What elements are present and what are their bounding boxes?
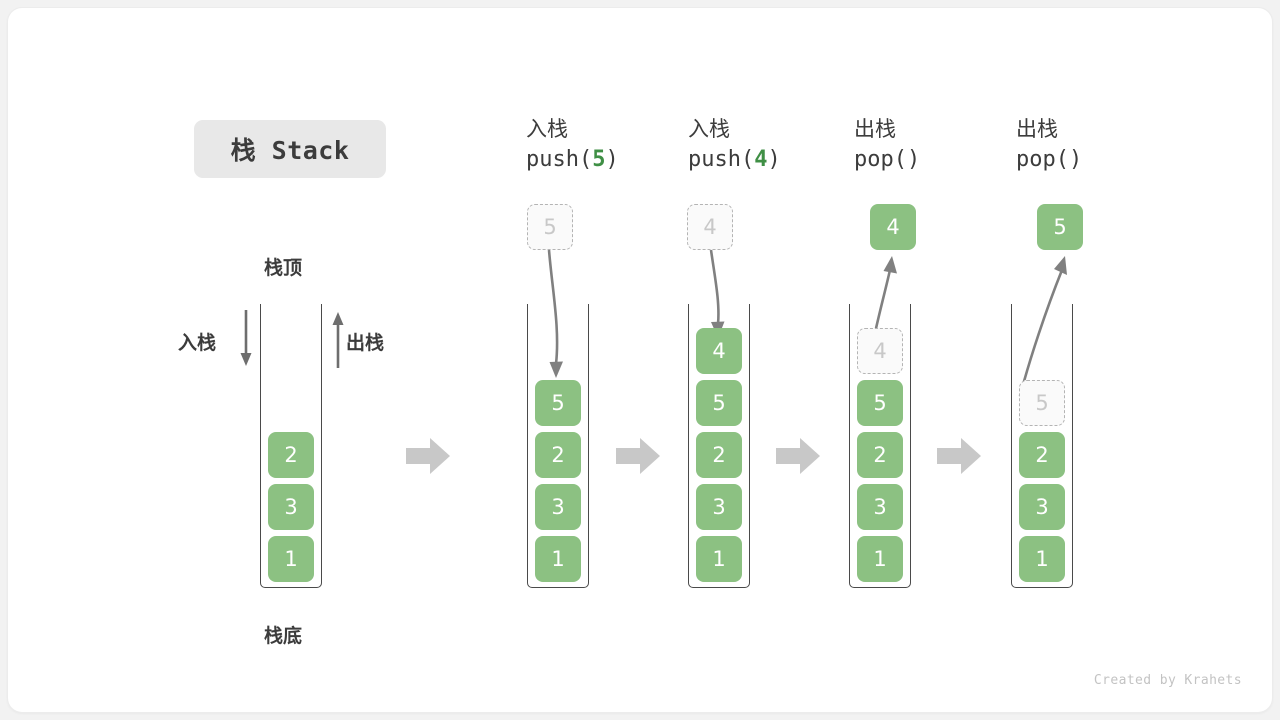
code-arg: 4 bbox=[754, 147, 768, 172]
step-arrow-icon bbox=[406, 438, 450, 474]
stack-cell: 1 bbox=[268, 536, 314, 582]
step-header-cn: 入栈 bbox=[526, 117, 568, 141]
stack-cell: 3 bbox=[857, 484, 903, 530]
code-prefix: pop( bbox=[1016, 147, 1069, 172]
stack-container-pop-2 bbox=[1011, 304, 1073, 588]
diagram-canvas: 栈 Stack 栈顶 入栈 出栈 2 3 1 栈底 入栈 push(5) 5 5… bbox=[8, 8, 1272, 712]
stack-cell: 2 bbox=[696, 432, 742, 478]
stack-cell: 2 bbox=[268, 432, 314, 478]
step-header-push-4: 入栈 push(4) bbox=[688, 114, 878, 176]
step-header-pop-2: 出栈 pop() bbox=[1016, 114, 1206, 176]
step-header-cn: 出栈 bbox=[854, 117, 896, 141]
push-direction-label: 入栈 bbox=[178, 333, 217, 354]
stack-container-initial bbox=[260, 304, 322, 588]
vacated-ghost-cell: 5 bbox=[1019, 380, 1065, 426]
stack-bottom-label: 栈底 bbox=[264, 626, 303, 647]
page-title: 栈 Stack bbox=[194, 120, 386, 178]
code-prefix: push( bbox=[688, 147, 755, 172]
popped-cell: 5 bbox=[1037, 204, 1083, 250]
stack-container-push-5 bbox=[527, 304, 589, 588]
step-header-push-5: 入栈 push(5) bbox=[526, 114, 716, 176]
pop-direction-arrow-icon bbox=[332, 312, 344, 368]
step-header-pop-1: 出栈 pop() bbox=[854, 114, 1044, 176]
pop-direction-label: 出栈 bbox=[346, 333, 385, 354]
stack-cell: 3 bbox=[535, 484, 581, 530]
incoming-ghost-cell: 4 bbox=[687, 204, 733, 250]
code-prefix: pop( bbox=[854, 147, 907, 172]
step-header-code: pop() bbox=[854, 144, 1044, 176]
stack-container-push-4 bbox=[688, 304, 750, 588]
stack-cell: 5 bbox=[857, 380, 903, 426]
push-direction-arrow-icon bbox=[240, 310, 252, 366]
step-arrow-icon bbox=[776, 438, 820, 474]
step-header-code: pop() bbox=[1016, 144, 1206, 176]
stack-cell: 4 bbox=[696, 328, 742, 374]
stack-cell: 2 bbox=[1019, 432, 1065, 478]
stack-cell: 1 bbox=[1019, 536, 1065, 582]
code-arg: 5 bbox=[592, 147, 606, 172]
code-suffix: ) bbox=[906, 147, 921, 172]
step-header-cn: 入栈 bbox=[688, 117, 730, 141]
incoming-ghost-cell: 5 bbox=[527, 204, 573, 250]
step-arrow-icon bbox=[616, 438, 660, 474]
stack-cell: 2 bbox=[535, 432, 581, 478]
stack-cell: 5 bbox=[535, 380, 581, 426]
stack-container-pop-1 bbox=[849, 304, 911, 588]
stack-cell: 5 bbox=[696, 380, 742, 426]
stack-cell: 3 bbox=[268, 484, 314, 530]
code-suffix: ) bbox=[767, 147, 781, 172]
stack-cell: 1 bbox=[857, 536, 903, 582]
step-header-code: push(5) bbox=[526, 144, 716, 176]
stack-top-label: 栈顶 bbox=[264, 258, 303, 279]
stack-cell: 1 bbox=[535, 536, 581, 582]
code-prefix: push( bbox=[526, 147, 593, 172]
credit-text: Created by Krahets bbox=[1093, 673, 1242, 688]
stack-cell: 3 bbox=[1019, 484, 1065, 530]
step-header-code: push(4) bbox=[688, 144, 878, 176]
stack-cell: 2 bbox=[857, 432, 903, 478]
stack-cell: 3 bbox=[696, 484, 742, 530]
popped-cell: 4 bbox=[870, 204, 916, 250]
push-flow-arrow-icon bbox=[547, 249, 563, 378]
step-header-cn: 出栈 bbox=[1016, 117, 1058, 141]
step-arrow-icon bbox=[937, 438, 981, 474]
vacated-ghost-cell: 4 bbox=[857, 328, 903, 374]
stack-cell: 1 bbox=[696, 536, 742, 582]
code-suffix: ) bbox=[1068, 147, 1083, 172]
code-suffix: ) bbox=[605, 147, 619, 172]
